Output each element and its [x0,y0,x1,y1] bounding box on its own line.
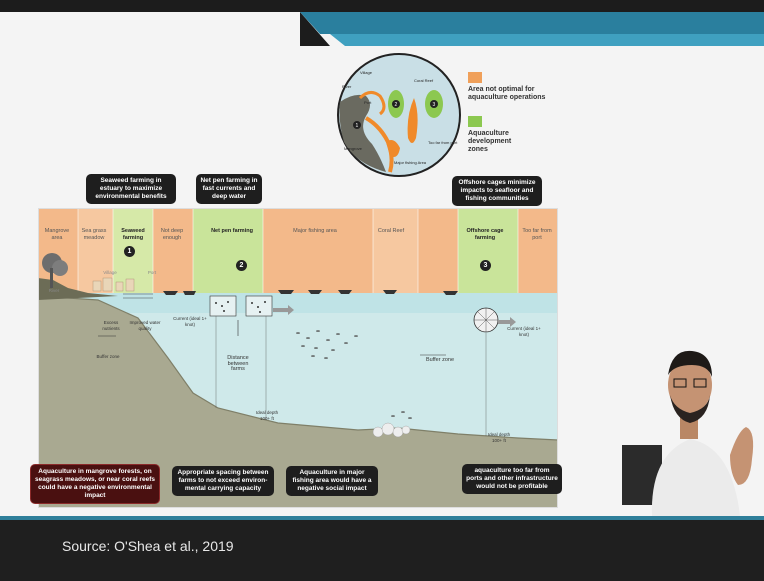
scene-buffer1-label: Buffer zone [96,354,120,360]
inset-village-label: Village [360,70,373,75]
callout-fishing-impact: Aquaculture in major fishing area would … [286,466,378,496]
callout-spacing: Appropriate spacing between farms to not… [172,466,274,496]
scene-excess-label: Excess nutrients [98,320,124,331]
callout-netpen: Net pen farming in fast currents and dee… [196,174,262,204]
source-citation: Source: O'Shea et al., 2019 [62,538,234,554]
scene-depth2-label: Ideal depth 100+ ft [486,432,512,443]
inset-major-fishing-label: Major fishing Area [394,160,427,165]
scene-port-label: Port [142,270,162,276]
col-offshore: Offshore cage farming [462,228,508,241]
col-netpen: Net pen farming [208,228,256,235]
col-seaweed: Seaweed farming [114,228,152,241]
callout-seaweed: Seaweed farming in estuary to maximize e… [86,174,176,204]
inset-badge-3: 3 [433,102,436,108]
legend-orange-swatch [468,72,482,83]
inset-badge-1: 1 [356,123,359,129]
col-not-deep: Not deep enough [154,228,190,241]
scene-village-label: Village [98,270,122,276]
inset-mangrove-label: Mangrove [344,146,363,151]
callout-offshore: Offshore cages minimize impacts to seafl… [452,176,542,206]
legend-green-swatch [468,116,482,127]
col-seagrass: Sea grass meadow [78,228,110,241]
inset-river-label: River [342,84,352,89]
inset-too-far-label: Too far from port [428,140,458,145]
badge-3: 3 [480,260,491,271]
presenter-image [612,335,764,516]
inset-port-label: Port [364,100,372,105]
scene-buffer2-label: Buffer zone [420,358,460,364]
legend-not-optimal-label: Area not optimal for aquaculture operati… [468,86,548,102]
badge-1: 1 [124,246,135,257]
col-mangrove: Mangrove area [40,228,74,241]
scene-distance-label: Distance between farms [222,356,254,373]
scene-current2-label: Current (ideal 1+ knot) [504,326,544,337]
col-coral: Coral Reef [376,228,406,235]
inset-coral-label: Coral Reef [414,78,434,83]
callout-too-far: aquaculture too far from ports and other… [462,464,562,494]
scene-river-label: River [44,288,64,294]
scene-depth1-label: Ideal depth 100+ ft [254,410,280,421]
inset-map: 1 2 3 Village River Port Mangrove Coral … [336,52,462,178]
badge-2: 2 [236,260,247,271]
col-major-fishing: Major fishing area [290,228,340,235]
legend-development-label: Aquaculture development zones [468,130,528,154]
top-accent-band [0,12,764,46]
callout-mangrove-impact: Aquaculture in mangrove forests, on seag… [30,464,160,504]
inset-badge-2: 2 [395,102,398,108]
scene-improved-label: Improved water quality [128,320,162,331]
scene-current1-label: Current (ideal 1+ knot) [170,316,210,327]
col-too-far: Too far from port [520,228,554,241]
